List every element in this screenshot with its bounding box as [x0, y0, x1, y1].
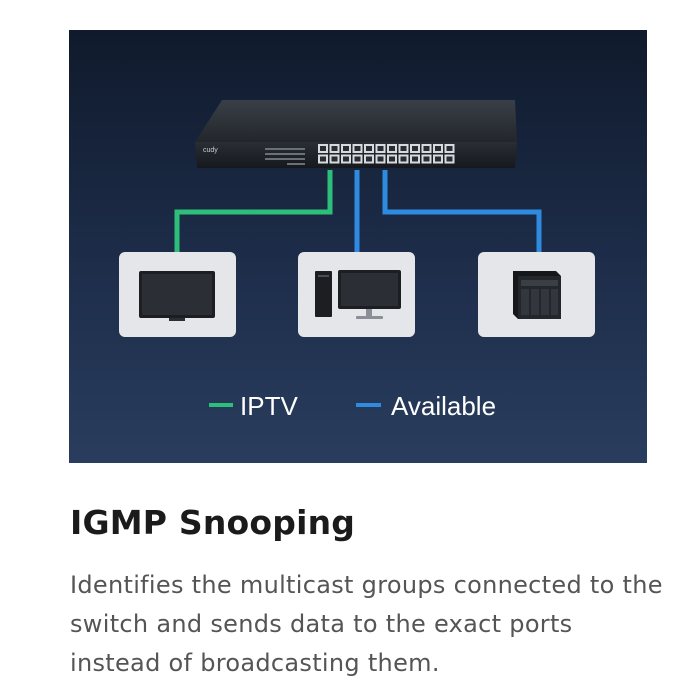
ethernet-port-socket — [446, 156, 453, 162]
ethernet-port-socket — [343, 156, 349, 162]
ethernet-port-socket — [435, 146, 441, 151]
switch-ports — [318, 144, 455, 164]
ethernet-port-socket — [435, 156, 441, 162]
nas-storage-icon — [513, 271, 561, 319]
feature-title: IGMP Snooping — [70, 503, 356, 542]
network-switch: cudy — [195, 100, 517, 168]
ethernet-port-socket — [320, 156, 326, 162]
ethernet-port-socket — [377, 156, 384, 162]
ethernet-port-socket — [343, 146, 349, 151]
diagram-canvas: cudy — [119, 100, 595, 421]
ethernet-port-socket — [400, 146, 407, 151]
ethernet-port-socket — [412, 146, 418, 151]
ethernet-port-socket — [366, 156, 372, 162]
ethernet-port-socket — [389, 146, 395, 151]
ethernet-port-socket — [423, 156, 430, 162]
connection-lines — [174, 170, 542, 252]
legend: IPTV Available — [209, 391, 496, 421]
ethernet-port-socket — [423, 146, 430, 151]
ethernet-port-socket — [354, 146, 361, 151]
legend-label-iptv: IPTV — [240, 391, 298, 421]
switch-top — [195, 100, 517, 142]
ethernet-port-socket — [331, 156, 338, 162]
desktop-computer-icon — [315, 270, 401, 319]
ethernet-port-socket — [366, 146, 372, 151]
legend-label-available: Available — [391, 391, 496, 421]
ethernet-port-socket — [377, 146, 384, 151]
network-diagram: cudy — [69, 30, 647, 463]
legend-item-iptv: IPTV — [209, 391, 298, 421]
ethernet-port-socket — [446, 146, 453, 151]
iptv-link-tv — [174, 170, 333, 252]
legend-item-available: Available — [356, 391, 496, 421]
device-card-tv — [119, 252, 236, 337]
device-card-pc — [298, 252, 415, 337]
feature-description: Identifies the multicast groups connecte… — [70, 571, 663, 677]
device-card-nas — [478, 252, 595, 337]
ethernet-port-socket — [412, 156, 418, 162]
switch-brand-logo: cudy — [203, 147, 218, 154]
ethernet-port-socket — [331, 146, 338, 151]
available-link-nas — [382, 170, 542, 252]
tv-icon — [139, 271, 215, 321]
ethernet-port-socket — [389, 156, 395, 162]
switch-led-panel — [265, 148, 305, 165]
ethernet-port-socket — [354, 156, 361, 162]
ethernet-port-socket — [400, 156, 407, 162]
ethernet-port-socket — [320, 146, 326, 151]
